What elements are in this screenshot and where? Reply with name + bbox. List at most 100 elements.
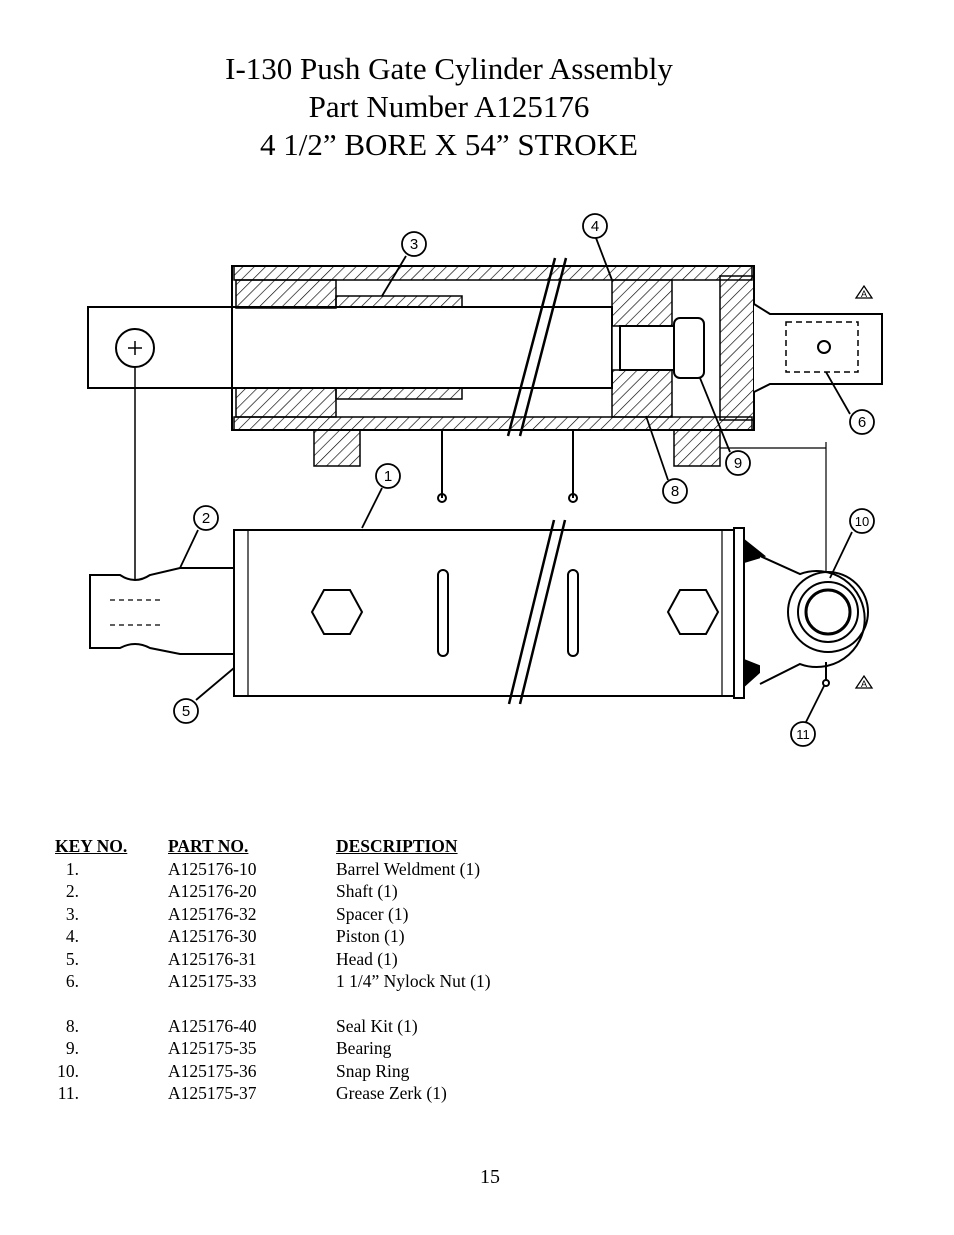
table-row: 11. A125175-37 Grease Zerk (1) xyxy=(55,1083,655,1106)
break-line-bottom xyxy=(507,519,567,705)
callout-label-10: 10 xyxy=(855,514,869,529)
row-part: A125175-33 xyxy=(168,971,257,991)
table-row: 2. A125176-20 Shaft (1) xyxy=(55,881,655,904)
callout-label-1: 1 xyxy=(384,468,392,485)
callout-label-6: 6 xyxy=(858,414,866,431)
header-key-no: KEY NO. xyxy=(55,836,128,856)
table-row: 8. A125176-40 Seal Kit (1) xyxy=(55,1016,655,1039)
row-key: 4. xyxy=(65,926,79,946)
row-part: A125175-36 xyxy=(168,1060,257,1081)
hex-port-left xyxy=(310,589,364,635)
barrel-wall-bottom xyxy=(233,416,753,431)
callout-4 xyxy=(582,213,613,281)
row-desc: Bearing xyxy=(336,1038,392,1058)
slot-right xyxy=(567,569,579,657)
section-marker-bottom: A xyxy=(861,679,867,689)
barrel-wall-top xyxy=(233,265,753,281)
callout-5 xyxy=(173,667,235,724)
callout-label-4: 4 xyxy=(591,218,599,235)
callout-11 xyxy=(790,685,825,747)
row-key: 1. xyxy=(65,858,79,879)
barrel-end-band xyxy=(733,527,745,699)
row-key: 6. xyxy=(65,971,79,991)
row-desc: 1 1/4” Nylock Nut (1) xyxy=(336,971,491,991)
title-line-1: I-130 Push Gate Cylinder Assembly xyxy=(225,51,673,86)
row-desc: Spacer (1) xyxy=(336,903,409,924)
callout-label-3: 3 xyxy=(410,236,418,253)
callout-2 xyxy=(179,505,219,569)
top-cross-section-view xyxy=(87,257,883,640)
eye-bearing xyxy=(804,588,852,636)
table-row: 5. A125176-31 Head (1) xyxy=(55,949,655,972)
row-part: A125175-37 xyxy=(168,1083,257,1103)
row-part: A125175-35 xyxy=(168,1038,257,1058)
table-row: 10. A125175-36 Snap Ring xyxy=(55,1061,655,1084)
parts-table-header: KEY NO. PART NO. DESCRIPTION xyxy=(55,836,655,859)
spacer-top xyxy=(335,295,463,308)
row-desc: Grease Zerk (1) xyxy=(336,1083,447,1103)
header-description: DESCRIPTION xyxy=(336,836,458,856)
end-cap xyxy=(719,275,755,421)
cylinder-assembly-diagram: 3 4 6 9 8 1 2 10 5 11 A A xyxy=(87,213,883,747)
callout-label-9: 9 xyxy=(734,455,742,472)
row-desc: Snap Ring xyxy=(336,1060,410,1081)
rod-eye-hole xyxy=(115,328,155,368)
table-row: 6. A125175-33 1 1/4” Nylock Nut (1) xyxy=(55,971,655,994)
barrel-body xyxy=(233,529,735,697)
clevis-pin-area xyxy=(785,321,859,373)
nylock-nut xyxy=(673,317,705,379)
row-part: A125176-40 xyxy=(168,1015,257,1036)
table-row: 4. A125176-30 Piston (1) xyxy=(55,926,655,949)
row-desc: Piston (1) xyxy=(336,926,405,946)
title-block: I-130 Push Gate Cylinder Assembly Part N… xyxy=(0,50,898,164)
table-gap xyxy=(55,994,655,1016)
slot-left xyxy=(437,569,449,657)
port-fitting-left xyxy=(313,429,361,467)
callout-1 xyxy=(361,463,401,529)
row-key: 5. xyxy=(65,948,79,969)
row-part: A125176-30 xyxy=(168,926,257,946)
row-key: 10. xyxy=(57,1060,79,1081)
hex-port-right xyxy=(666,589,720,635)
header-part-no: PART NO. xyxy=(168,836,249,856)
callouts xyxy=(173,213,875,747)
callout-labels: 3 4 6 9 8 1 2 10 5 11 xyxy=(182,218,869,742)
head-section xyxy=(235,279,337,309)
callout-8 xyxy=(645,415,688,504)
row-part: A125176-32 xyxy=(168,903,257,924)
callout-label-2: 2 xyxy=(202,510,210,527)
eye-outer xyxy=(787,571,869,653)
callout-9 xyxy=(699,377,751,476)
callout-label-5: 5 xyxy=(182,703,190,720)
row-desc: Barrel Weldment (1) xyxy=(336,858,481,879)
row-desc: Seal Kit (1) xyxy=(336,1015,418,1036)
parts-table: KEY NO. PART NO. DESCRIPTION 1. A125176-… xyxy=(55,836,655,1106)
bottom-external-view xyxy=(89,519,869,705)
row-key: 3. xyxy=(65,903,79,924)
row-part: A125176-31 xyxy=(168,948,257,969)
break-line-top xyxy=(506,257,568,437)
table-row: 1. A125176-10 Barrel Weldment (1) xyxy=(55,859,655,882)
callout-10 xyxy=(829,508,875,579)
head-section-lower xyxy=(235,387,337,418)
rod-shaft xyxy=(87,306,613,389)
row-desc: Head (1) xyxy=(336,948,398,969)
table-row: 3. A125176-32 Spacer (1) xyxy=(55,904,655,927)
table-row: 9. A125175-35 Bearing xyxy=(55,1038,655,1061)
rod-stub xyxy=(619,325,679,371)
row-key: 8. xyxy=(65,1015,79,1036)
section-markers: A A xyxy=(854,284,874,689)
section-marker-top: A xyxy=(861,289,867,299)
callout-label-11: 11 xyxy=(796,727,810,742)
row-key: 9. xyxy=(65,1038,79,1058)
row-desc: Shaft (1) xyxy=(336,881,398,901)
title-line-2: Part Number A125176 xyxy=(308,89,590,124)
row-part: A125176-20 xyxy=(168,881,257,901)
row-key: 11. xyxy=(57,1083,79,1103)
callout-6 xyxy=(825,371,875,435)
callout-label-8: 8 xyxy=(671,483,679,500)
shaft-outer xyxy=(89,567,235,655)
eye-ring xyxy=(797,581,859,643)
row-key: 2. xyxy=(65,881,79,901)
spacer-bottom xyxy=(335,387,463,400)
